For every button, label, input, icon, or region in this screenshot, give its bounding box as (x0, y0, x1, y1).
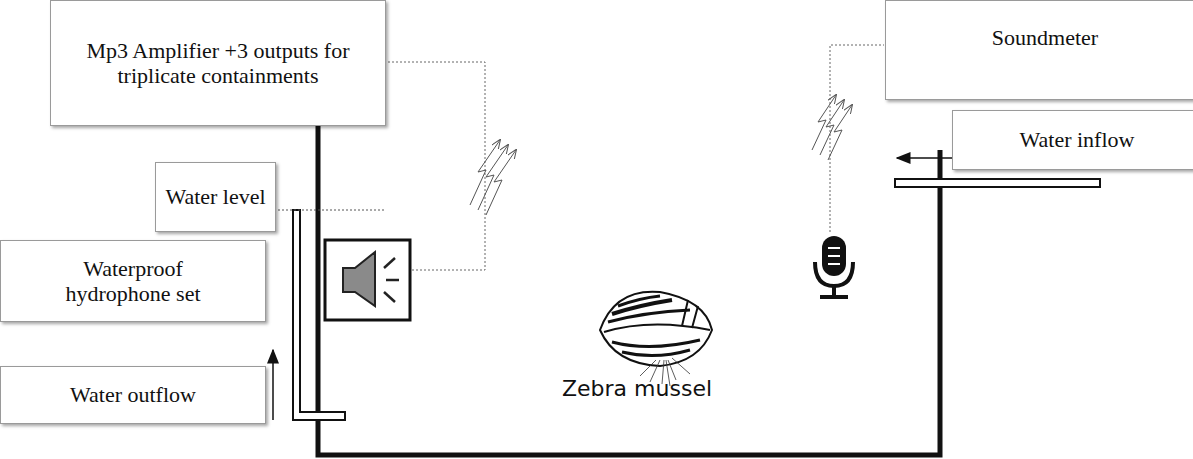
wireless-symbol (470, 140, 516, 215)
box-text: Water outflow (70, 382, 196, 407)
water-level-line (278, 210, 385, 211)
box-text: Mp3 Amplifier +3 outputs for triplicate … (71, 38, 365, 89)
text-box: Water level (155, 162, 276, 232)
amplifier-wire (386, 62, 485, 270)
text-box: Water inflow (952, 110, 1193, 170)
figure-label: Zebra mussel (562, 376, 712, 401)
zebra-mussel (600, 292, 712, 386)
speaker-icon (343, 252, 399, 306)
box-text: Water level (165, 184, 265, 209)
tank (318, 118, 940, 455)
text-box: Soundmeter (885, 0, 1193, 100)
box-text: Soundmeter (992, 25, 1098, 50)
microphone-icon (815, 236, 853, 297)
text-box: Mp3 Amplifier +3 outputs for triplicate … (50, 0, 386, 126)
text-box: Water outflow (0, 366, 266, 424)
box-text: Water inflow (1020, 127, 1135, 152)
wireless-symbol (812, 95, 852, 160)
box-text: Waterproof hydrophone set (31, 256, 235, 307)
outflow-arrow (272, 350, 274, 420)
speaker-box (325, 240, 410, 320)
text-box: Waterproof hydrophone set (0, 240, 266, 322)
inflow-pipe (895, 179, 1100, 187)
